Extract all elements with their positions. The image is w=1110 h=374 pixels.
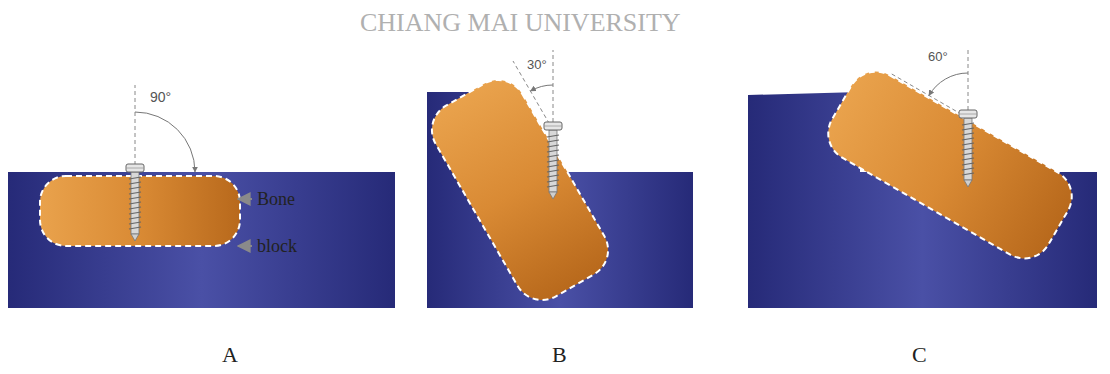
reference-line	[968, 50, 969, 110]
screw	[959, 110, 977, 187]
part-label: block	[257, 237, 297, 255]
block	[8, 172, 395, 308]
angle-label: 90°	[150, 90, 171, 104]
angle-arc	[135, 112, 195, 172]
angle-arc	[531, 85, 554, 91]
panel-a	[8, 85, 395, 308]
angle-label: 60°	[928, 50, 948, 63]
panel-b	[422, 50, 693, 310]
panel-c	[748, 50, 1097, 308]
reference-line	[890, 73, 968, 118]
panel-letter: A	[222, 344, 238, 366]
watermark: CHIANG MAI UNIVERSITY	[360, 10, 681, 36]
angle-arc	[929, 73, 968, 96]
reference-line	[553, 50, 554, 122]
panel-letter: B	[552, 344, 567, 366]
bone	[422, 70, 619, 311]
part-label: Bone	[257, 190, 295, 208]
leader-line	[238, 245, 252, 247]
reference-line	[513, 61, 553, 130]
leader-line	[238, 198, 252, 200]
screw	[126, 164, 144, 241]
panel-letter: C	[912, 344, 927, 366]
reference-line	[135, 85, 136, 165]
bone	[818, 61, 1082, 268]
angle-label: 30°	[527, 58, 547, 71]
screws	[126, 110, 977, 241]
screw	[544, 122, 562, 199]
bone	[40, 176, 240, 246]
